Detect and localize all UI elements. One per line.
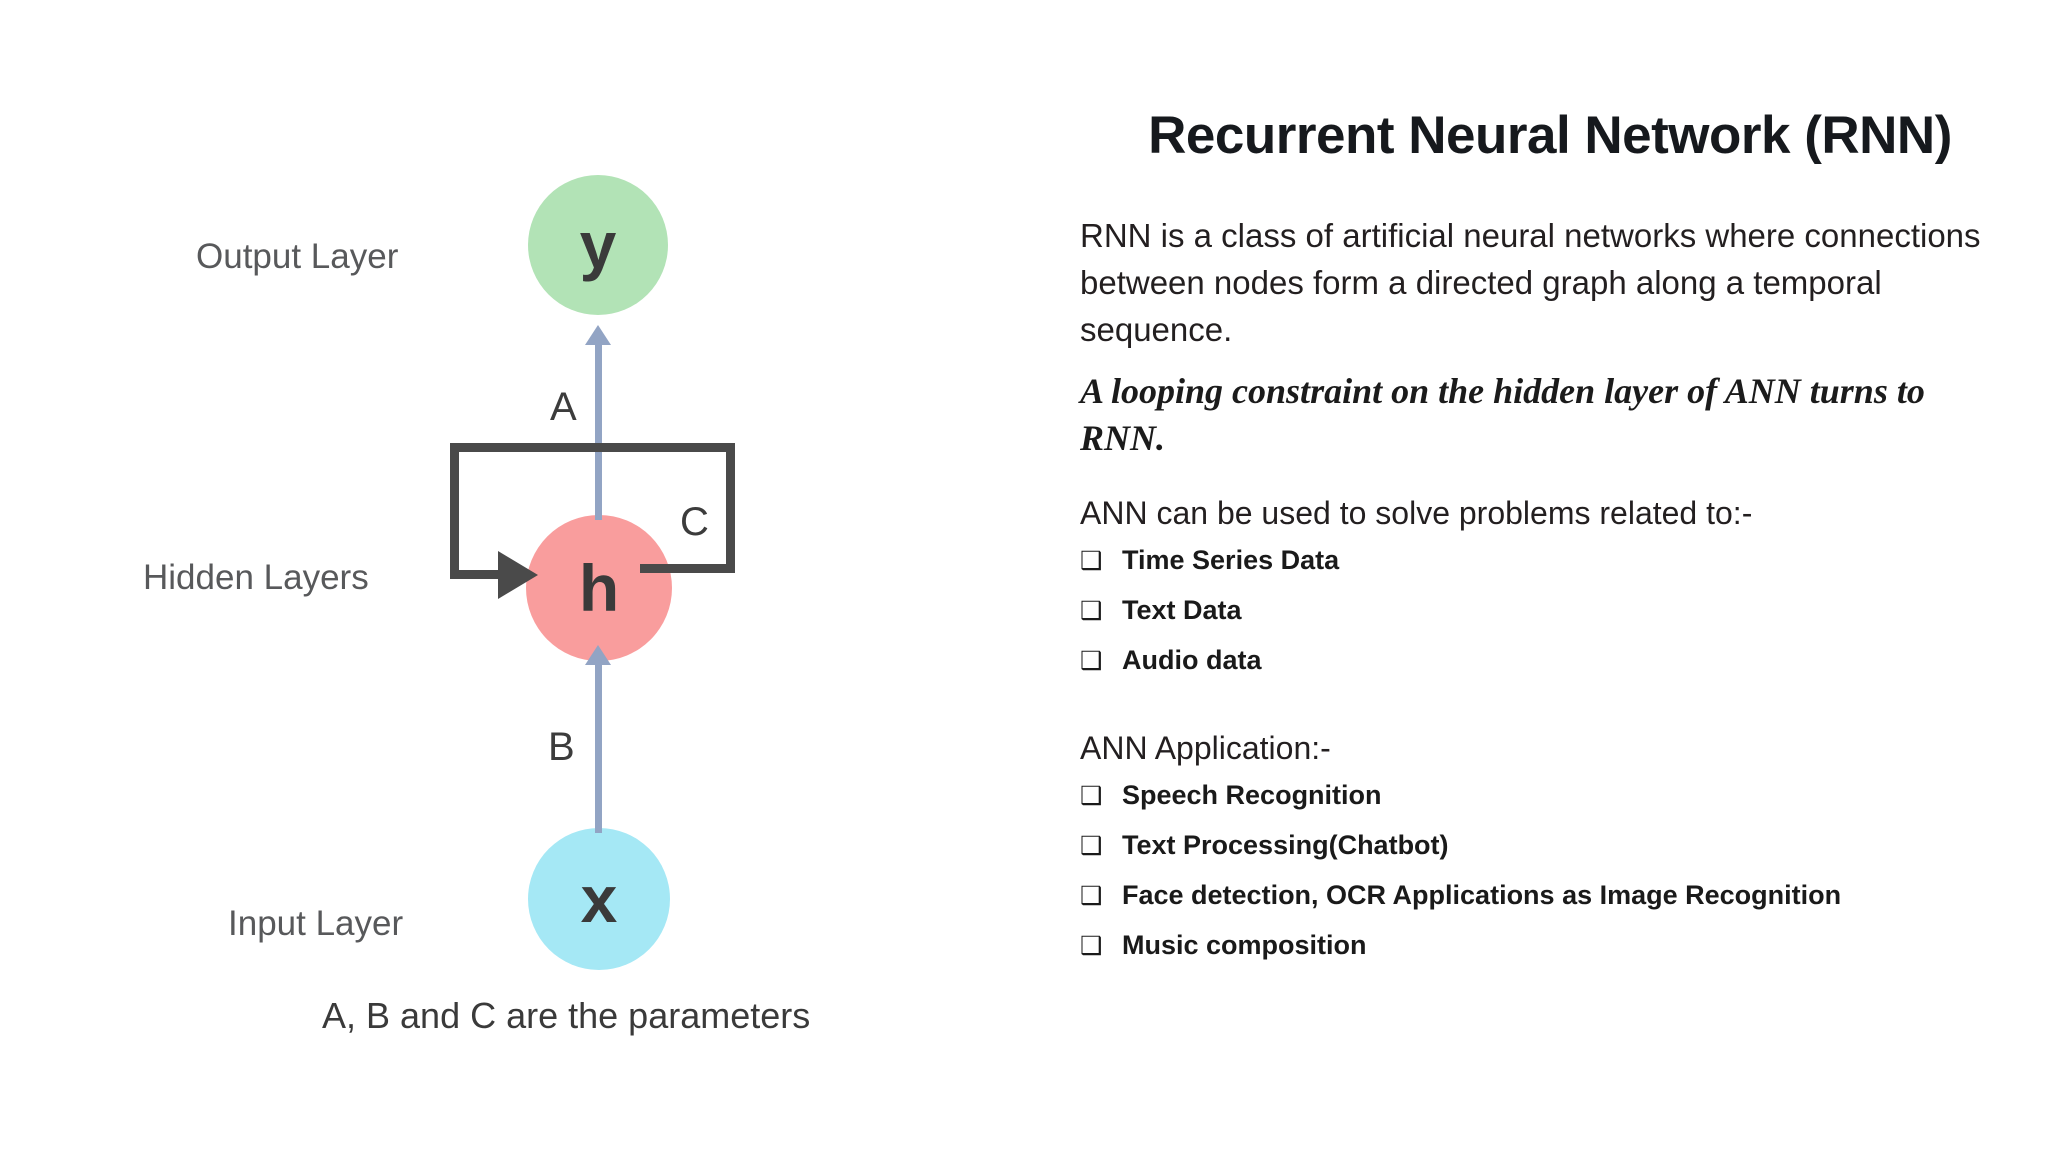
recurrent-loop-path bbox=[450, 443, 735, 573]
input-node-x: x bbox=[528, 828, 670, 970]
emphasis-statement: A looping constraint on the hidden layer… bbox=[1080, 371, 1925, 458]
list-item: ❑ Text Processing(Chatbot) bbox=[1080, 830, 2010, 880]
arrowhead-hidden-to-output-icon bbox=[585, 325, 611, 345]
list-item-label: Speech Recognition bbox=[1122, 780, 1382, 810]
output-layer-label: Output Layer bbox=[196, 237, 399, 276]
checkbox-square-icon: ❑ bbox=[1080, 547, 1103, 575]
content-panel: Recurrent Neural Network (RNN) RNN is a … bbox=[1080, 0, 2010, 1152]
input-layer-label: Input Layer bbox=[228, 904, 404, 943]
parameter-label-b: B bbox=[548, 725, 575, 769]
problems-list: ❑ Time Series Data ❑ Text Data ❑ Audio d… bbox=[1080, 545, 2010, 695]
recurrent-loop-arrowhead-icon bbox=[498, 551, 538, 599]
list-item: ❑ Music composition bbox=[1080, 930, 2010, 980]
list-item-label: Text Data bbox=[1122, 595, 1242, 625]
recurrent-loop-bottom-right-segment bbox=[640, 564, 735, 573]
list-item-label: Time Series Data bbox=[1122, 545, 1340, 575]
applications-list: ❑ Speech Recognition ❑ Text Processing(C… bbox=[1080, 780, 2010, 980]
problems-section-intro: ANN can be used to solve problems relate… bbox=[1080, 495, 1753, 531]
page-title: Recurrent Neural Network (RNN) bbox=[1148, 106, 1952, 165]
arrowhead-input-to-hidden-icon bbox=[585, 645, 611, 665]
parameter-label-a: A bbox=[550, 385, 577, 429]
list-item-label: Face detection, OCR Applications as Imag… bbox=[1122, 880, 1842, 910]
list-item: ❑ Face detection, OCR Applications as Im… bbox=[1080, 880, 2010, 930]
rnn-diagram: Output Layer Hidden Layers Input Layer y… bbox=[143, 175, 811, 1036]
output-node-y: y bbox=[528, 175, 668, 315]
hidden-layer-label: Hidden Layers bbox=[143, 558, 369, 597]
intro-paragraph: RNN is a class of artificial neural netw… bbox=[1080, 217, 1981, 349]
checkbox-square-icon: ❑ bbox=[1080, 832, 1103, 860]
arrow-hidden-to-output bbox=[595, 335, 602, 520]
diagram-caption: A, B and C are the parameters bbox=[322, 995, 811, 1036]
parameter-label-c: C bbox=[680, 500, 709, 544]
list-item-label: Audio data bbox=[1122, 645, 1262, 675]
list-item: ❑ Speech Recognition bbox=[1080, 780, 2010, 830]
checkbox-square-icon: ❑ bbox=[1080, 932, 1103, 960]
checkbox-square-icon: ❑ bbox=[1080, 782, 1103, 810]
checkbox-square-icon: ❑ bbox=[1080, 882, 1103, 910]
applications-section-intro: ANN Application:- bbox=[1080, 730, 1331, 766]
list-item-label: Text Processing(Chatbot) bbox=[1122, 830, 1449, 860]
hidden-node-h: h bbox=[526, 515, 672, 661]
checkbox-square-icon: ❑ bbox=[1080, 597, 1103, 625]
arrow-input-to-hidden bbox=[595, 653, 602, 833]
list-item: ❑ Audio data bbox=[1080, 645, 2010, 695]
list-item: ❑ Text Data bbox=[1080, 595, 2010, 645]
checkbox-square-icon: ❑ bbox=[1080, 647, 1103, 675]
list-item: ❑ Time Series Data bbox=[1080, 545, 2010, 595]
list-item-label: Music composition bbox=[1122, 930, 1367, 960]
recurrent-loop-bottom-left-segment bbox=[450, 570, 505, 579]
